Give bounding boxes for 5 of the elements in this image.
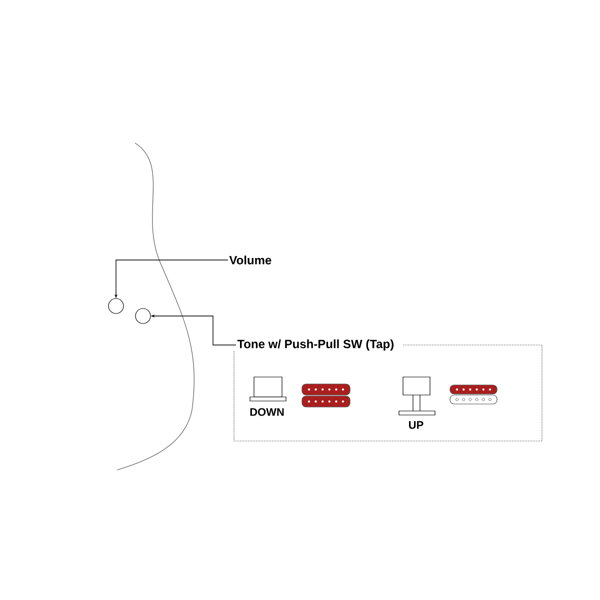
switch-label: DOWN: [250, 408, 284, 416]
switch-label: UP: [409, 421, 424, 429]
knob-circle: [108, 298, 124, 314]
knob-circle: [135, 308, 151, 324]
control-label: Volume: [229, 256, 272, 264]
